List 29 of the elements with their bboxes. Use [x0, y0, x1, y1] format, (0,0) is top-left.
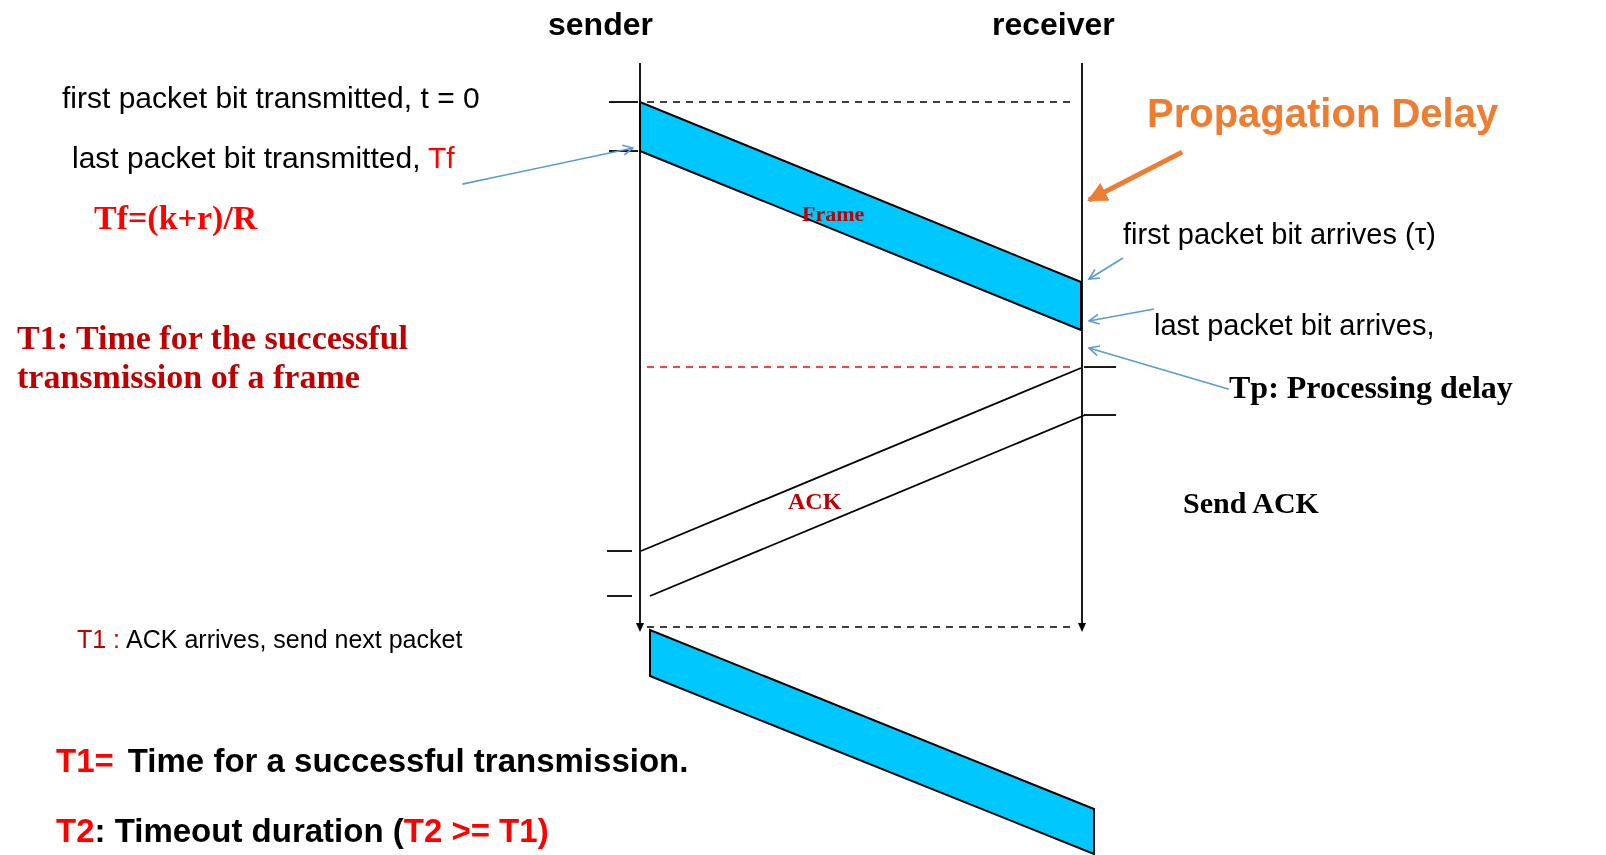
- callout-text: last packet bit arrives,: [1154, 309, 1435, 343]
- note-text: T2 >= T1: [403, 812, 538, 850]
- note-text: T2: [56, 812, 95, 850]
- leader-arrow: [1088, 308, 1155, 325]
- callout-text: last packet bit transmitted,: [72, 141, 421, 174]
- callout-text: Tp: Processing delay: [1229, 369, 1513, 406]
- leader-arrow: [1087, 149, 1184, 203]
- note-text: : Timeout duration (: [94, 812, 404, 850]
- lifeline-heading: sender: [548, 6, 653, 43]
- note-text: T1=: [56, 742, 114, 780]
- leader-arrow: [1088, 345, 1230, 391]
- note-text: Time for a successful transmission.: [127, 742, 689, 780]
- note-text: ): [537, 812, 549, 850]
- signal-label: ACK: [788, 488, 842, 516]
- callout-text: Tf: [428, 141, 455, 174]
- lifeline: [1075, 63, 1089, 632]
- band-label: Frame: [802, 201, 865, 227]
- note-text: first packet bit transmitted, t = 0: [62, 81, 480, 116]
- leader-arrow: [461, 144, 634, 185]
- lifeline-heading: receiver: [992, 6, 1115, 43]
- lifeline: [633, 63, 647, 632]
- callout-text: Propagation Delay: [1147, 90, 1499, 136]
- note-text: Send ACK: [1183, 486, 1319, 521]
- callout-text: first packet bit arrives (τ): [1123, 218, 1436, 252]
- leader-arrow: [1088, 257, 1124, 280]
- note-text: T1: Time for the successful transmission of a frame: [17, 318, 409, 397]
- note-text: T1 :: [77, 625, 121, 654]
- note-text: ACK arrives, send next packet: [126, 625, 463, 654]
- note-text: Tf=(k+r)/R: [94, 198, 258, 238]
